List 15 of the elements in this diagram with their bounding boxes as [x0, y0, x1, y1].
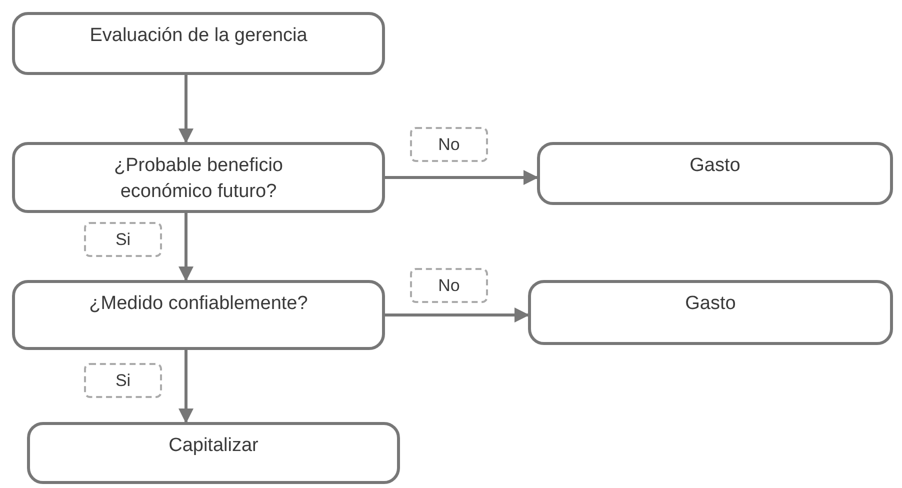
arrow — [385, 170, 538, 185]
process-box: ¿Medido confiablemente? — [12, 280, 385, 350]
process-box: Capitalizar — [27, 422, 400, 484]
edge-label: Si — [84, 222, 162, 257]
arrow — [385, 308, 530, 322]
arrow — [178, 75, 194, 144]
process-box: Gasto — [528, 280, 893, 345]
edge-label: Si — [84, 363, 162, 398]
edge-label: No — [410, 127, 488, 162]
edge-label: No — [410, 268, 488, 303]
process-box: Evaluación de la gerencia — [12, 12, 385, 75]
arrow — [178, 213, 194, 282]
process-box: ¿Probable beneficio económico futuro? — [12, 142, 385, 213]
process-box: Gasto — [537, 142, 893, 205]
arrow — [178, 350, 194, 424]
